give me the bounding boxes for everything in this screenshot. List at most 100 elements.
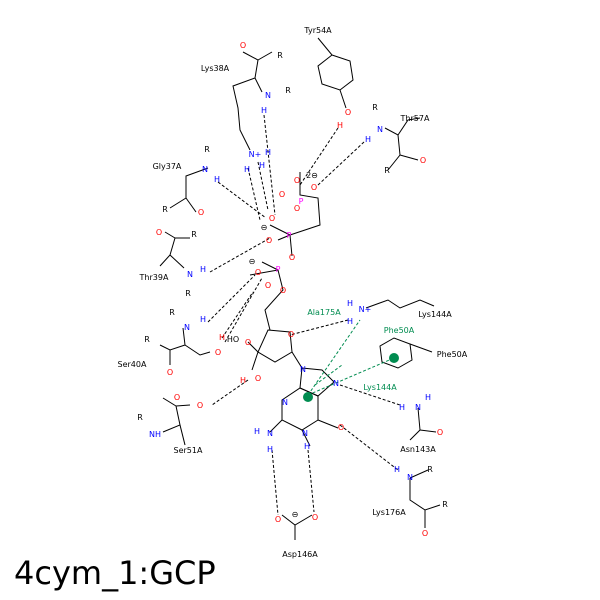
phosphorus-label: P [287,231,292,240]
oxygen-label: O [255,374,261,383]
hydrogen-label: H [240,376,246,385]
ring-oxygen-label: O [288,330,294,339]
oxygen-label: O [275,515,281,524]
hydrogen-label: H [200,265,206,274]
hydrogen-label: H [265,148,271,157]
r-group-label: R [384,166,390,175]
residue-labels: Tyr54A Lys38A Thr57A Gly37A Thr39A Ser40… [118,26,468,559]
residue-label: Lys176A [372,508,406,517]
residue-label: Thr57A [400,114,430,123]
nitrogen-label: N [187,270,193,279]
charge-label: ⊖ [261,223,268,232]
carbonyl-oxygen-label: O [338,423,344,432]
oxygen-label: O [269,214,275,223]
pi-centroid-phe50 [389,353,399,363]
pi-interactions [303,319,399,402]
hydrogen-label: H [399,403,405,412]
residue-label: Lys144A [418,310,452,319]
oxygen-label: O [245,338,251,347]
oxygen-label: O [156,228,162,237]
residue-label: Phe50A [384,326,415,335]
residue-label: Lys38A [201,64,230,73]
r-group-label: R [204,145,210,154]
r-group-label: R [169,308,175,317]
charge-label: ⊖ [292,510,299,519]
oxygen-label: O [289,253,295,262]
oxygen-label: O [197,401,203,410]
oxygen-label: O [294,176,300,185]
oxygen-label: O [420,156,426,165]
nitrogen-label: N [202,165,208,174]
r-group-label: R [185,289,191,298]
hydrogen-label: H [261,106,267,115]
hydrogen-label: H [304,442,310,451]
oxygen-label: O [422,529,428,538]
amine-hydrogen-label: H [267,445,273,454]
residue-label: Asn143A [400,445,436,454]
hydrogen-label: H [347,317,353,326]
hydrogen-label: H [214,175,220,184]
residue-label: Ser51A [174,446,203,455]
oxygen-label: O [312,513,318,522]
oxygen-label: O [345,108,351,117]
oxygen-label: O [437,428,443,437]
r-group-label: R [162,205,168,214]
r-group-label: R [372,103,378,112]
r-group-label: R [277,51,283,60]
hydrogen-label: H [425,393,431,402]
nitrogen-label: N [282,398,288,407]
oxygen-label: O [311,183,317,192]
hydrogen-label: H [259,161,265,170]
residue-label: Gly37A [153,162,182,171]
hydrogen-label: H [347,299,353,308]
diagram-caption: 4cym_1:GCP [14,554,216,592]
hydrogen-label: H [394,465,400,474]
oxygen-label: O [279,190,285,199]
r-group-label: R [442,500,448,509]
hydrogen-label: H [200,315,206,324]
nitrogen-label: N [265,91,271,100]
oxygen-label: O [174,393,180,402]
charge-label: ⊖ [249,257,256,266]
oxygen-label: O [280,286,286,295]
ligand-atom-labels: O O O O 2⊖ P O ⊖ P O O ⊖ P O O O O HO O … [227,171,344,454]
residue-label: Tyr54A [303,26,332,35]
nitrogen-plus-label: N+ [249,150,262,159]
amine-nitrogen-label: N [267,429,273,438]
nitrogen-label: N [407,473,413,482]
r-group-label: R [285,86,291,95]
nitrogen-label: N [300,365,306,374]
oxygen-label: O [266,236,272,245]
residue-label: Phe50A [437,350,468,359]
r-group-label: R [191,230,197,239]
residue-label: Asp146A [282,550,318,559]
r-group-label: R [144,335,150,344]
nitrogen-plus-label: N+ [359,305,372,314]
oxygen-label: O [255,268,261,277]
residue-label: Ser40A [118,360,147,369]
charge-label: 2⊖ [306,171,318,180]
oxygen-label: O [198,208,204,217]
phosphorus-label: P [299,197,304,206]
hydrogen-label: H [365,135,371,144]
hydroxyl-label: HO [227,335,239,344]
pi-centroid-ligand [303,392,313,402]
phosphorus-label: P [276,265,281,274]
hydrogen-label: H [244,165,250,174]
nitrogen-label: N [184,323,190,332]
r-group-label: R [137,413,143,422]
nitrogen-label: N [377,125,383,134]
residue-label: Ala175A [307,308,341,317]
nitrogen-label: N [302,429,308,438]
hydrogen-label: H [219,333,225,342]
residue-label: Lys144A [363,383,397,392]
oxygen-label: O [215,348,221,357]
nitrogen-label: N [415,403,421,412]
nitrogen-label: N [333,379,339,388]
hydrogen-bonds [207,114,401,516]
nh-label: NH [149,430,161,439]
hydrogen-label: H [337,121,343,130]
oxygen-label: O [265,281,271,290]
amine-hydrogen-label: H [254,427,260,436]
